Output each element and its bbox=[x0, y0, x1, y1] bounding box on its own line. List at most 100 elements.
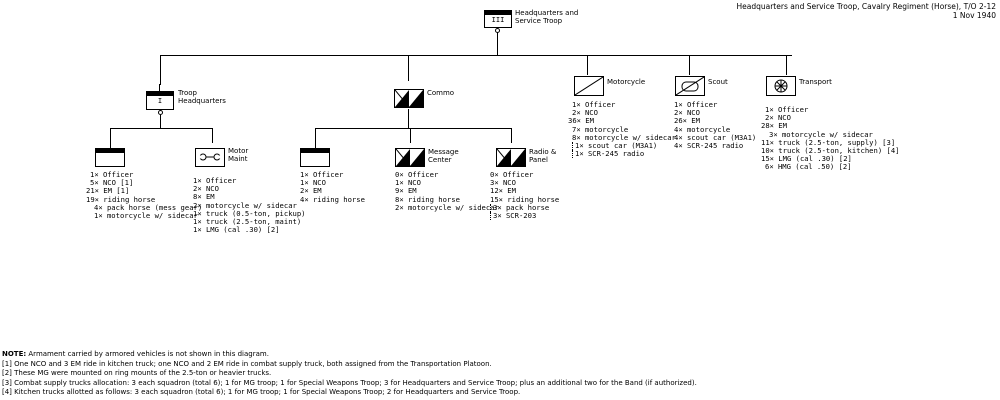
list-item: 4× riding horse bbox=[300, 194, 365, 204]
title-line-1: Headquarters and Service Troop, Cavalry … bbox=[736, 2, 997, 11]
list-item: 1× NCO bbox=[395, 178, 421, 188]
motor-maint-symbol bbox=[195, 148, 225, 167]
commo-hq-equipment: 1× Officer 1× NCO 2× EM 4× riding horse bbox=[300, 170, 365, 204]
list-item: 4× scout car (M3A1) bbox=[674, 132, 757, 142]
list-item: 3× SCR-203 bbox=[490, 211, 559, 221]
troop-hq-stem bbox=[160, 115, 161, 128]
scout-car-icon bbox=[676, 77, 704, 95]
drop-commo bbox=[408, 55, 409, 81]
list-item: 7× motorcycle bbox=[572, 124, 629, 134]
list-item: 1× SCR-245 radio bbox=[572, 150, 676, 159]
list-item: 9× EM bbox=[395, 186, 417, 196]
list-item: 5× NCO [1] bbox=[90, 178, 134, 188]
title-line-2: 1 Nov 1940 bbox=[952, 11, 996, 20]
commo-hq-symbol bbox=[300, 148, 330, 167]
transport-equipment: 1× Officer 2× NCO 28× EM 3× motorcycle w… bbox=[761, 105, 899, 172]
motor-maint-equipment: 1× Officer 2× NCO 8× EM 2× motorcycle w/… bbox=[193, 176, 306, 235]
wheel-icon bbox=[774, 79, 788, 93]
commo-symbol bbox=[394, 89, 424, 108]
transport-label: Transport bbox=[799, 78, 832, 86]
motorcycle-symbol bbox=[574, 76, 604, 96]
list-item: 19× riding horse bbox=[86, 194, 156, 204]
drop-scout bbox=[689, 55, 690, 75]
list-item: 4× pack horse (mess gear) bbox=[94, 202, 203, 212]
note-lead: NOTE: Armament carried by armored vehicl… bbox=[2, 350, 697, 360]
notes-section: NOTE: Armament carried by armored vehicl… bbox=[2, 350, 697, 398]
drop-motor-maint bbox=[212, 128, 213, 143]
list-item: 8× motorcycle w/ sidecar bbox=[572, 132, 676, 142]
list-item: 26× EM bbox=[674, 116, 700, 126]
list-item: 15× riding horse bbox=[490, 194, 560, 204]
troop-hq-symbol: I bbox=[146, 91, 174, 110]
list-item: 21× EM [1] bbox=[86, 186, 130, 196]
list-item: 1× LMG (cal .30) [2] bbox=[193, 225, 280, 235]
wrench-icon bbox=[199, 153, 221, 161]
diagram-title: Headquarters and Service Troop, Cavalry … bbox=[737, 2, 997, 20]
drop-commo-hq bbox=[315, 128, 316, 148]
hq-ring bbox=[495, 28, 500, 33]
list-item: 1× truck (2.5-ton, maint) bbox=[193, 217, 302, 227]
drop-troop-hq bbox=[160, 55, 161, 85]
commo-echelon-dots bbox=[401, 82, 419, 97]
note-item: [3] Combat supply trucks allocation: 3 e… bbox=[2, 378, 697, 387]
drop-hq-section bbox=[110, 128, 111, 148]
hq-section-equipment: 1× Officer 5× NCO [1] 21× EM [1] 19× rid… bbox=[86, 170, 203, 221]
note-lead-text: Armament carried by armored vehicles is … bbox=[26, 350, 269, 358]
list-item: 3× NCO bbox=[490, 178, 516, 188]
radio-panel-label: Radio &Panel bbox=[529, 148, 557, 164]
list-item: 36× EM bbox=[568, 116, 594, 126]
list-item: 3× pack horse bbox=[490, 203, 559, 213]
list-item: 2× motorcycle w/ sidecar bbox=[193, 200, 297, 210]
scout-label: Scout bbox=[708, 78, 728, 86]
list-item: 2× NCO bbox=[765, 113, 791, 123]
list-item: 1× Officer bbox=[300, 170, 344, 179]
signal-icon bbox=[395, 90, 423, 107]
troop-hq-ring bbox=[158, 110, 163, 115]
troop-hq-echelon: I bbox=[157, 97, 163, 105]
list-item: 1× NCO bbox=[300, 178, 326, 188]
list-item: 1× motorcycle w/ sidecar bbox=[94, 211, 198, 221]
troop-hq-connector bbox=[110, 128, 212, 129]
message-center-symbol bbox=[395, 148, 425, 167]
list-item: 2× EM bbox=[300, 186, 322, 196]
list-item: 1× truck (0.5-ton, pickup) bbox=[193, 208, 306, 218]
note-item: [1] One NCO and 3 EM ride in kitchen tru… bbox=[2, 359, 492, 368]
list-item: 2× NCO bbox=[674, 108, 700, 118]
drop-message-center bbox=[410, 128, 411, 143]
list-item: 10× truck (2.5-ton, kitchen) [4] bbox=[761, 146, 900, 156]
list-item: 6× HMG (cal .50) [2] bbox=[765, 162, 852, 172]
signal-icon bbox=[497, 149, 525, 166]
list-item: 2× motorcycle w/ sidecar bbox=[395, 202, 499, 212]
note-heading: NOTE: bbox=[2, 350, 27, 358]
motorcycle-label: Motorcycle bbox=[607, 78, 646, 86]
radio-panel-symbol bbox=[496, 148, 526, 167]
list-item: 8× EM bbox=[193, 192, 215, 202]
list-item: 4× motorcycle bbox=[674, 124, 731, 134]
list-item: 1× Officer bbox=[674, 100, 718, 109]
hq-stem bbox=[497, 29, 498, 55]
list-item: 1× Officer bbox=[765, 105, 809, 114]
list-item: 28× EM bbox=[761, 121, 787, 131]
main-connector bbox=[160, 55, 792, 56]
list-item: 4× SCR-245 radio bbox=[674, 141, 744, 151]
drop-radio-panel bbox=[511, 128, 512, 143]
list-item: 1× Officer bbox=[90, 170, 134, 179]
scout-symbol bbox=[675, 76, 705, 96]
list-item: 12× EM bbox=[490, 186, 516, 196]
list-item: 11× truck (2.5-ton, supply) [3] bbox=[761, 137, 896, 147]
list-item: 2× NCO bbox=[572, 108, 598, 118]
commo-label: Commo bbox=[427, 89, 455, 97]
motorcycle-equipment: 1× Officer 2× NCO 36× EM 7× motorcycle 8… bbox=[568, 100, 676, 159]
list-item: 0× Officer bbox=[490, 170, 534, 179]
note-item: [2] These MG were mounted on ring mounts… bbox=[2, 369, 272, 377]
commo-stem bbox=[408, 109, 409, 128]
drop-transport bbox=[786, 55, 787, 75]
transport-symbol bbox=[766, 76, 796, 96]
list-item: 15× LMG (cal .30) [2] bbox=[761, 154, 852, 164]
list-item: 1× Officer bbox=[193, 176, 237, 185]
commo-connector bbox=[315, 128, 511, 129]
